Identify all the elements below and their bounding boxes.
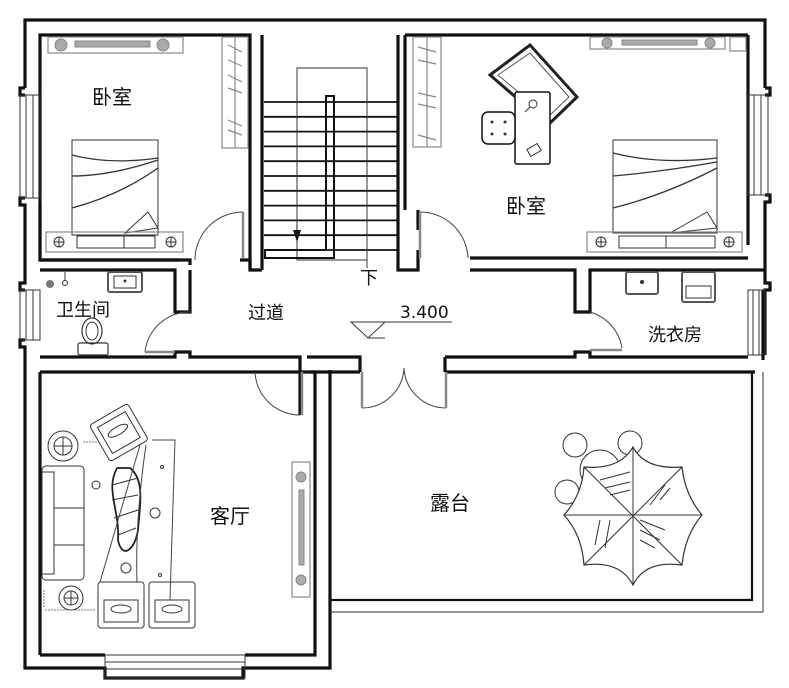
elevation-marker: 3.400 xyxy=(349,303,452,339)
door-bathroom xyxy=(144,311,191,354)
tv-cabinet xyxy=(47,36,184,54)
patio-umbrella xyxy=(563,445,703,587)
window-living-room xyxy=(104,654,246,679)
window-laundry xyxy=(747,289,766,356)
room-label-bedroom-left: 卧室 xyxy=(92,85,132,109)
stair-direction-label: 下 xyxy=(360,268,378,289)
interior-walls xyxy=(40,35,765,613)
window-bedroom-right xyxy=(747,94,769,196)
toilet xyxy=(77,317,109,356)
armchair-top xyxy=(89,403,148,462)
room-label-laundry: 洗衣房 xyxy=(648,325,702,346)
armchair-bottom-left xyxy=(97,581,145,629)
sink xyxy=(107,271,143,293)
stair-arrow-icon xyxy=(293,230,301,242)
washing-machine xyxy=(681,271,716,303)
side-table-top xyxy=(47,430,79,462)
living-room-furniture: 客厅 xyxy=(41,403,311,629)
area-rug xyxy=(43,439,176,611)
bathroom-fixtures: 卫生间 xyxy=(46,271,143,356)
tv-cabinet-right xyxy=(589,36,747,52)
side-table-bottom xyxy=(58,585,84,611)
room-label-terrace: 露台 xyxy=(430,491,470,515)
laundry-sink xyxy=(625,271,659,295)
desk xyxy=(514,91,551,165)
window-bedroom-left xyxy=(19,94,41,199)
room-label-bedroom-right: 卧室 xyxy=(506,194,546,218)
bed-right xyxy=(586,139,743,253)
bedroom-left-furniture: 卧室 xyxy=(45,36,249,253)
floor-drain-icon xyxy=(46,280,54,288)
windows xyxy=(19,94,769,679)
wardrobe xyxy=(221,36,249,149)
bed xyxy=(45,139,184,253)
laundry-fixtures: 洗衣房 xyxy=(625,271,716,346)
armchair-bottom-right xyxy=(148,581,196,629)
elevation-value: 3.400 xyxy=(400,303,449,323)
room-label-bathroom: 卫生间 xyxy=(56,300,110,321)
door-terrace xyxy=(360,367,448,409)
wardrobe-right xyxy=(412,36,442,148)
door-laundry xyxy=(589,311,623,352)
bedroom-right-furniture: 卧室 xyxy=(412,36,747,253)
staircase: 下 xyxy=(264,67,397,289)
terrace-furniture: 露台 xyxy=(430,430,703,587)
window-bathroom xyxy=(19,289,41,341)
door-bedroom-left xyxy=(194,211,245,261)
chair xyxy=(481,111,516,145)
room-label-corridor: 过道 xyxy=(248,303,284,324)
tv-console-living xyxy=(291,461,311,598)
door-living-room xyxy=(254,371,304,416)
doors xyxy=(144,211,623,416)
coffee-table xyxy=(111,467,142,552)
exterior-walls xyxy=(18,18,772,680)
room-label-living-room: 客厅 xyxy=(210,504,250,528)
door-bedroom-right xyxy=(418,211,469,259)
sofa xyxy=(41,465,85,581)
